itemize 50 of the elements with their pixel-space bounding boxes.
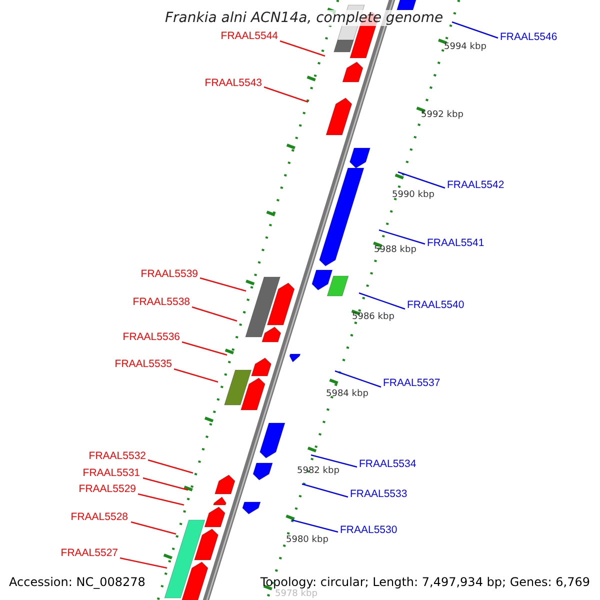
gene-label: FRAAL5546 — [500, 32, 558, 42]
leader-line — [398, 171, 446, 189]
leader-line — [130, 521, 176, 535]
scale-label: 5980 kbp — [286, 536, 328, 544]
leader-line — [200, 277, 246, 292]
scale-label: 5994 kbp — [444, 42, 486, 52]
scale-label: 5990 kbp — [392, 190, 434, 200]
gene-label: FRAAL5541 — [427, 238, 484, 248]
leader-line — [264, 86, 308, 103]
leader-line — [302, 483, 348, 498]
gene-label: FRAAL5529 — [78, 484, 136, 494]
leader-line — [378, 229, 426, 245]
gene-label: FRAAL5535 — [114, 359, 172, 370]
gene-label: FRAAL5534 — [359, 459, 416, 470]
gene-label: FRAAL5544 — [220, 31, 278, 42]
gene-label: FRAAL5542 — [447, 180, 504, 190]
gene-label: FRAAL5527 — [60, 548, 118, 558]
scale-label: 5992 kbp — [421, 110, 464, 120]
gene-label: FRAAL5537 — [383, 378, 440, 388]
gene-label: FRAAL5539 — [140, 269, 198, 280]
gene-label: FRAAL5538 — [132, 297, 190, 308]
scale-label: 5988 kbp — [374, 246, 416, 254]
leader-line — [174, 368, 218, 383]
scale-label: 5984 kbp — [326, 390, 368, 398]
scale-label: 5978 kbp — [275, 590, 318, 598]
title: Frankia alni ACN14a, complete genome — [163, 10, 446, 26]
gene-label: FRAAL5543 — [204, 78, 262, 88]
leader-line — [280, 40, 326, 57]
gene-label: FRAAL5530 — [340, 525, 398, 536]
leader-line — [358, 292, 406, 310]
leader-line — [310, 454, 358, 468]
gene-label: FRAAL5531 — [82, 468, 140, 478]
gene-label: FRAAL5540 — [407, 300, 464, 310]
gene-label: FRAAL5528 — [70, 512, 128, 522]
leader-line — [192, 306, 238, 322]
scale-label: 5986 kbp — [352, 312, 394, 322]
leader-line — [182, 341, 228, 356]
gene-label: FRAAL5533 — [350, 489, 408, 500]
leader-line — [452, 21, 498, 39]
leader-line — [142, 477, 188, 491]
leader-line — [148, 459, 194, 474]
gene-label: FRAAL5536 — [122, 332, 180, 342]
leader-line — [334, 370, 382, 388]
genome-info-text: Topology: circular; Length: 7,497,934 bp; Genes: 6,769 — [260, 576, 590, 588]
leader-line — [292, 519, 338, 533]
scale-label: 5982 kbp — [297, 466, 340, 476]
leader-line — [138, 493, 184, 506]
accession-text: Accession: NC_008278 — [9, 576, 146, 588]
leader-line — [120, 557, 168, 569]
gene-label: FRAAL5532 — [88, 451, 146, 462]
